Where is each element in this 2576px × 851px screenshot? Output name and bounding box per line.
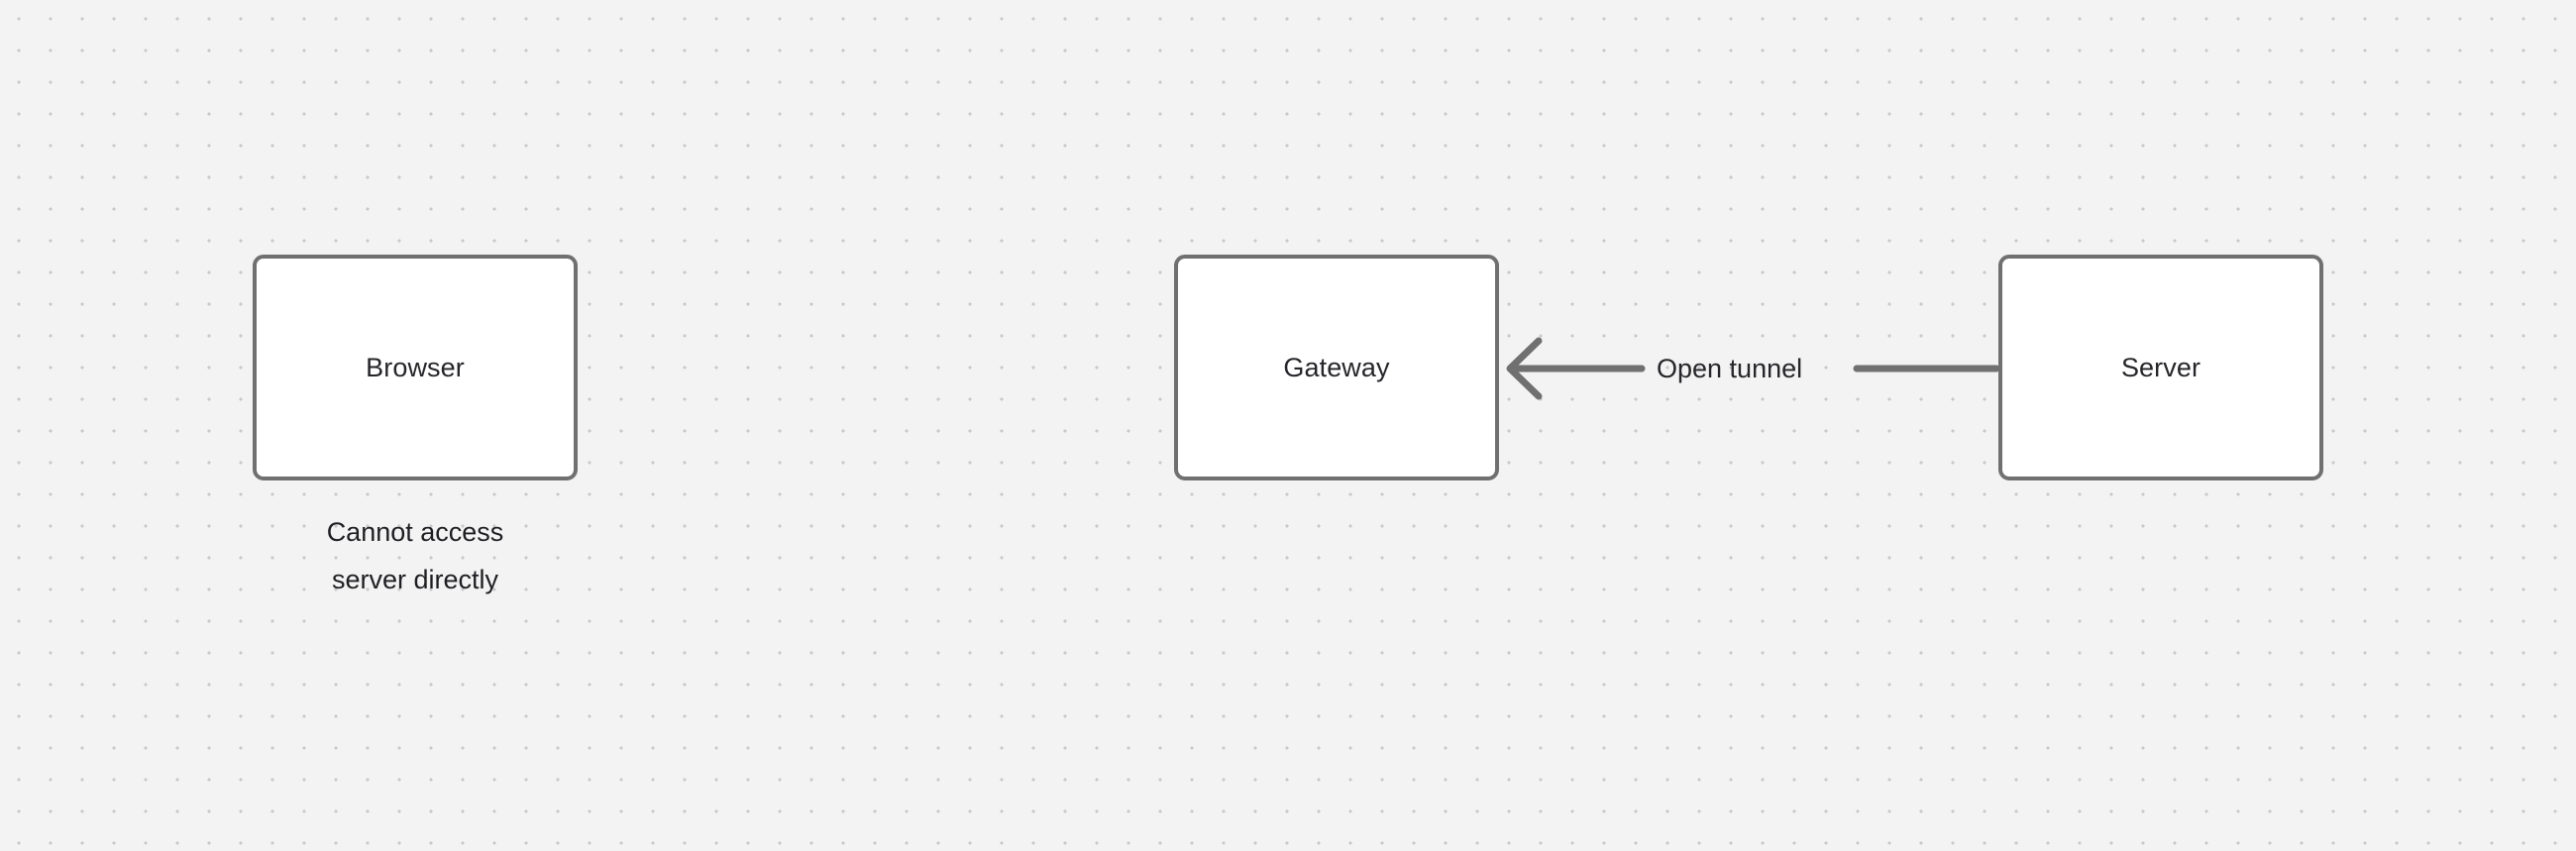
node-server-label: Server [2120,352,2201,382]
node-browser-caption: Cannot access server directly [326,517,504,594]
node-gateway[interactable]: Gateway [1174,255,1499,480]
arrowhead-left-icon [1506,337,1543,400]
node-browser[interactable]: Browser [253,255,578,480]
edge-label-open-tunnel: Open tunnel [1657,354,1803,383]
node-server[interactable]: Server [1998,255,2323,480]
node-browser-label: Browser [366,352,465,382]
node-gateway-label: Gateway [1283,352,1390,382]
